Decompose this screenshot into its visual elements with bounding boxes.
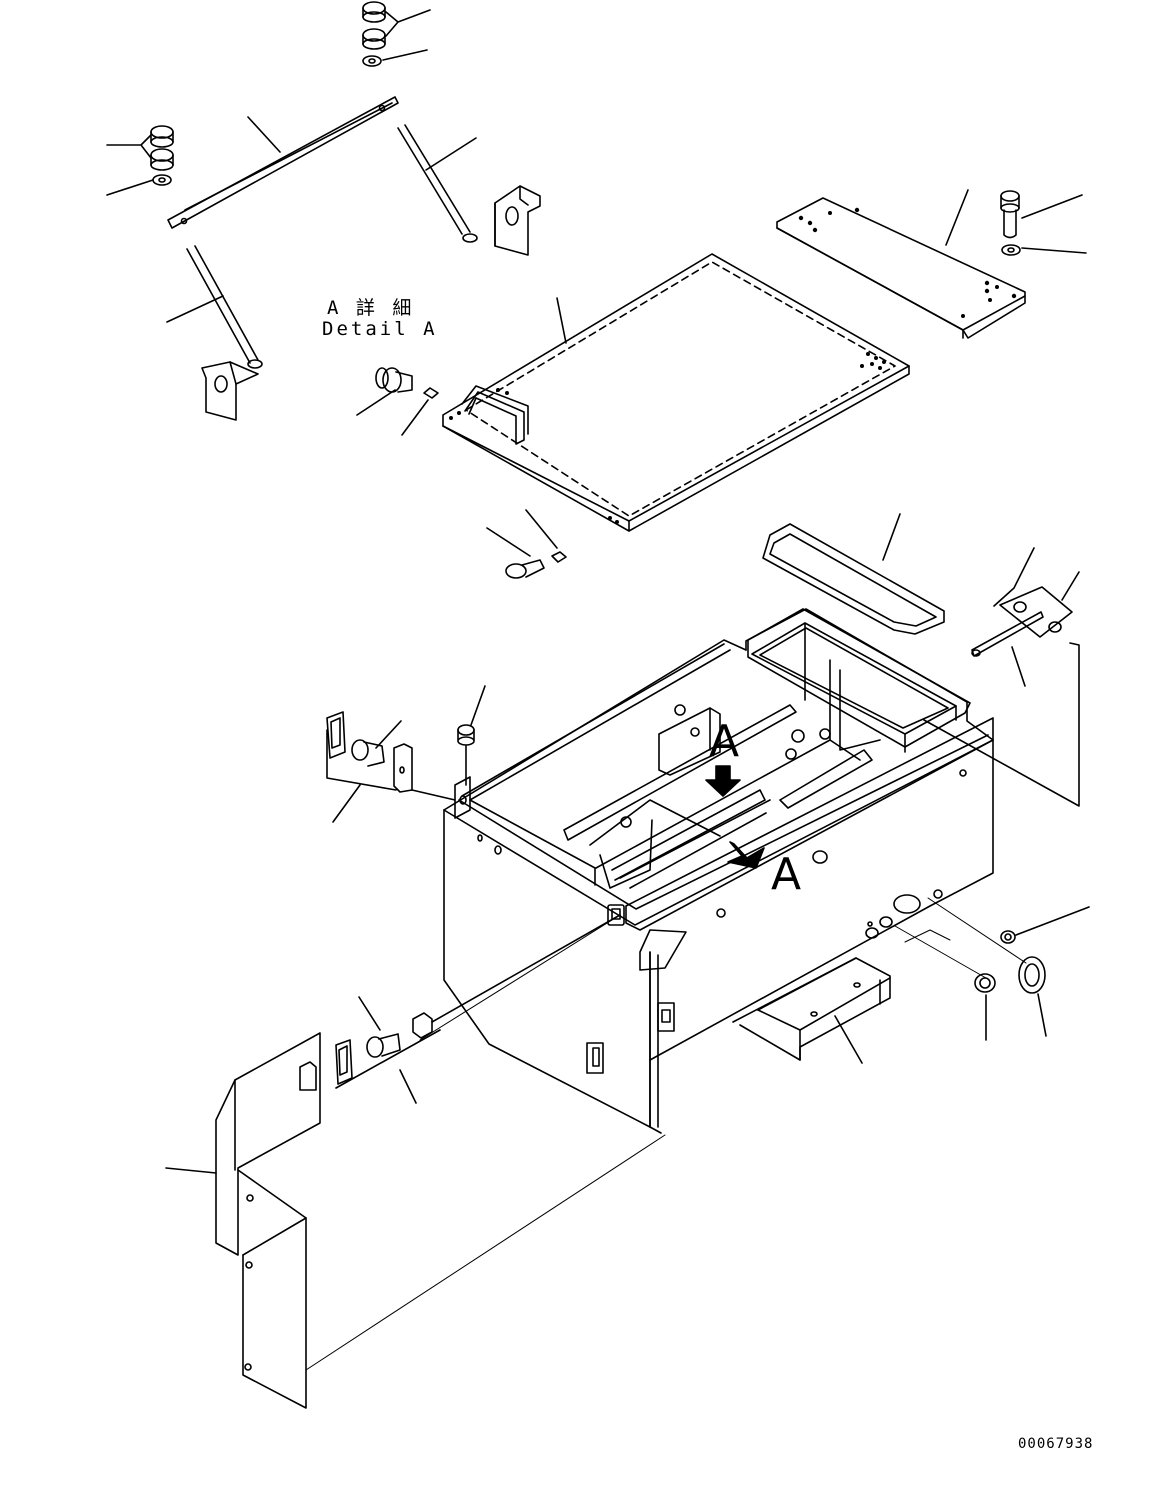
leader-latch-parts: [994, 548, 1079, 686]
grommet-ring: [1019, 957, 1045, 993]
grommet-small: [1001, 931, 1015, 943]
leader-lid-bolt: [487, 510, 557, 556]
leader-support-bar: [248, 117, 280, 152]
support-bar: [168, 97, 398, 228]
bracket-right: [495, 186, 540, 255]
stand-frame: [733, 958, 890, 1060]
leader-stand: [835, 1016, 862, 1063]
stay-rod-right: [398, 125, 477, 242]
gasket-frame: [763, 524, 944, 634]
view-marker-right: A: [771, 849, 802, 900]
leader-latch-lower-left: [359, 915, 620, 1103]
latch-bar: [972, 612, 1043, 656]
grommet-nut: [975, 974, 995, 992]
view-marker-upper: A: [709, 716, 740, 767]
leader-gasket: [883, 514, 900, 560]
drawing-number: 00067938: [1018, 1436, 1094, 1452]
box-top-nut: [458, 725, 474, 785]
leader-stay-rod-left: [167, 296, 223, 322]
nut-stack-left: [151, 126, 173, 185]
assembly-guide-lines: [306, 898, 1026, 1370]
main-box: [444, 609, 993, 1133]
latch-lower-left: [336, 1013, 440, 1088]
leader-detail-a: [357, 390, 428, 435]
leader-cover-lid: [557, 298, 566, 343]
leader-bolt-top-right: [1022, 195, 1086, 253]
washers-right: [1000, 587, 1072, 637]
cover-lid: [443, 254, 909, 531]
leader-lines-top-hardware: [383, 10, 430, 60]
detail-a-title-en: Detail A: [322, 318, 438, 340]
view-arrows: [706, 766, 764, 868]
side-cover: [216, 1033, 320, 1408]
mounting-plate: [777, 198, 1025, 338]
leader-side-cover: [166, 1168, 216, 1173]
leader-lines-left-hardware: [107, 135, 153, 195]
leader-box-top-nut: [471, 686, 485, 725]
leader-latch-upper-left: [333, 721, 455, 822]
nut-stack-top: [363, 2, 385, 66]
bolt-top-right: [1001, 191, 1020, 255]
detail-a-bolt: [376, 368, 438, 398]
bracket-left: [202, 362, 258, 420]
detail-a-title-ja: A 詳 細: [327, 297, 415, 319]
lid-bolt: [506, 552, 566, 578]
leader-stay-rod-right: [426, 138, 476, 170]
stay-rod-left: [187, 246, 262, 368]
leader-latch-long: [924, 643, 1079, 806]
leader-right-lower-hardware: [986, 907, 1089, 1040]
leader-mounting-plate: [946, 190, 968, 245]
